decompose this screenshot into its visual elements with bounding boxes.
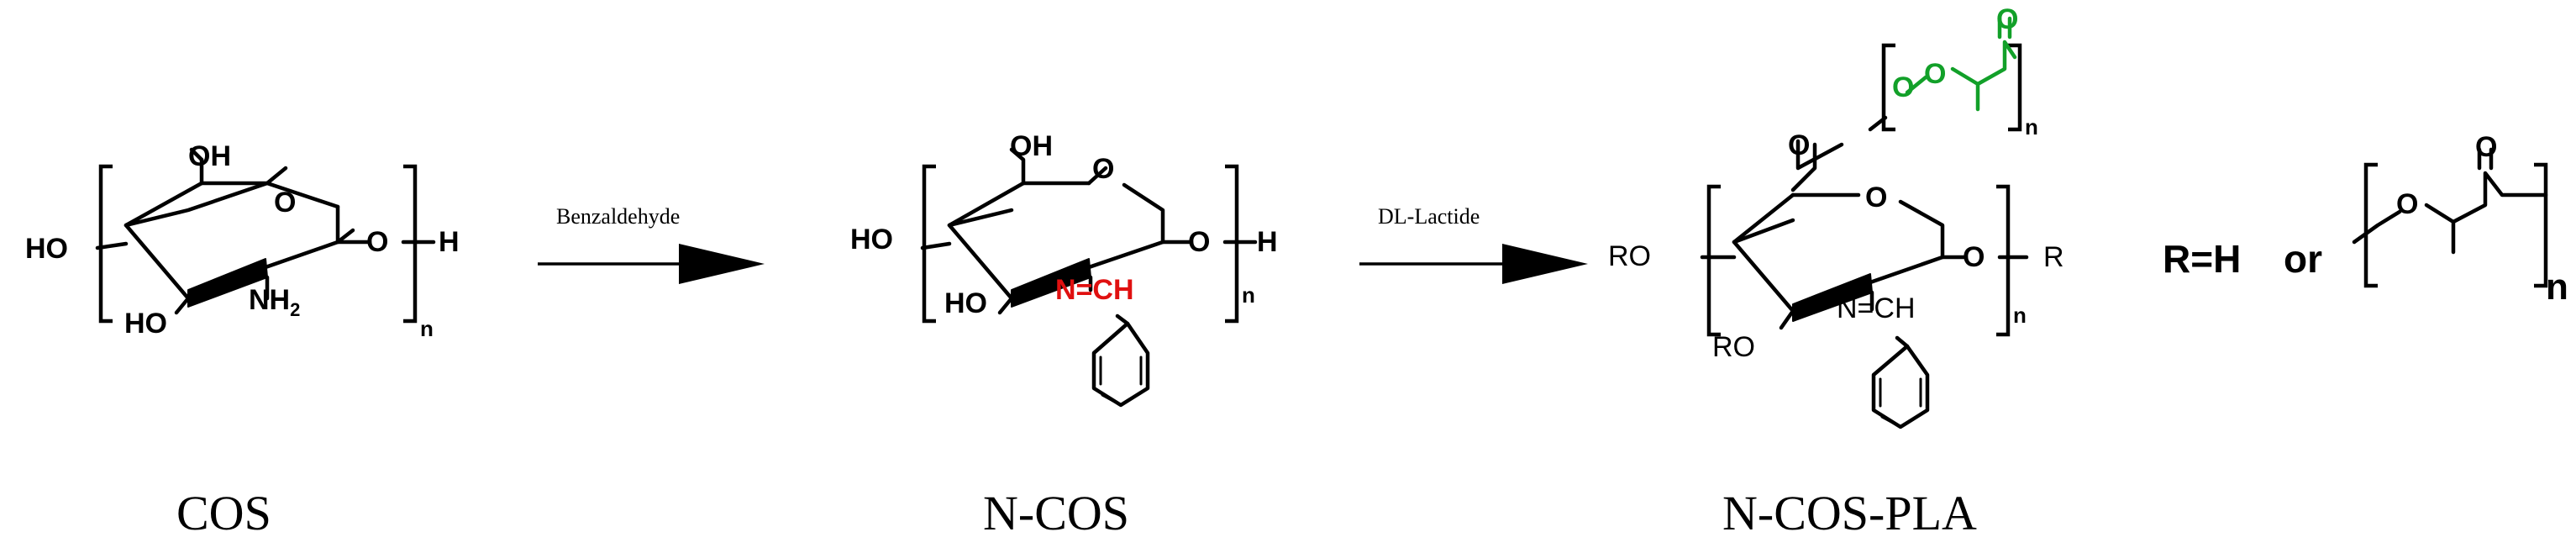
cos-oh-top: OH: [188, 140, 231, 172]
legend-bracket-left: [2363, 162, 2378, 288]
ncospla-side-o: O: [1788, 129, 1810, 161]
ncospla-benzene-ring: [1871, 344, 1930, 429]
legend-r-def: R=H: [2163, 237, 2241, 281]
ncos-oh-top: OH: [1010, 130, 1053, 162]
cos-caption: COS: [176, 486, 271, 540]
reagent-benzaldehyde: Benzaldehyde: [556, 204, 680, 229]
ncospla-r-end: R: [2043, 241, 2064, 273]
pla-side-bracket-left: [1881, 43, 1895, 132]
ncos-ho-bottom: HO: [944, 287, 987, 319]
cos-nh2: NH2: [249, 284, 300, 320]
cos-structure: OH HO HO NH2 O O H n COS: [25, 140, 460, 540]
cos-ho-bottom: HO: [124, 308, 167, 340]
legend-or: or: [2284, 237, 2322, 281]
ncospla-bracket-right: [1996, 184, 2011, 337]
ncos-bracket-left: [922, 164, 936, 324]
ncos-link-o: O: [1188, 226, 1210, 258]
cos-link-o: O: [366, 226, 388, 258]
pla-side-n: n: [2025, 114, 2038, 140]
reagent-dl-lactide: DL-Lactide: [1378, 204, 1480, 229]
ncospla-link-o: O: [1963, 241, 1985, 273]
ncos-ring-o: O: [1092, 153, 1114, 185]
ncos-ho-left: HO: [850, 224, 893, 255]
cos-n-sub: n: [420, 316, 434, 341]
ncos-imine: N=CH: [1055, 274, 1134, 306]
cos-h-end: H: [439, 226, 460, 258]
pla-side-bracket-right: [2008, 43, 2022, 132]
ncos-caption: N-COS: [983, 486, 1129, 540]
legend-n: n: [2546, 266, 2568, 308]
ncos-h-end: H: [1257, 226, 1278, 258]
legend-o-carbonyl: O: [2475, 131, 2497, 163]
legend-bracket-right: [2534, 162, 2548, 288]
cos-bracket-right: [403, 164, 418, 324]
ncospla-ro-bottom: RO: [1712, 331, 1755, 363]
ncos-n-sub: n: [1242, 282, 1255, 308]
legend-o-ester: O: [2396, 188, 2418, 220]
arrow-benzaldehyde: Benzaldehyde: [538, 204, 765, 284]
ncospla-imine: N=CH: [1837, 292, 1916, 324]
pla-side-o-left: O: [1892, 71, 1914, 103]
cos-ring-o: O: [274, 187, 296, 219]
ncos-structure: OH HO HO N=CH O O H n N-COS: [850, 130, 1278, 540]
pla-side-o-carbonyl: O: [1996, 3, 2018, 35]
ncospla-bracket-left: [1706, 184, 1721, 337]
ncospla-structure: O O O n O RO RO N=CH O O R n N-COS-PLA: [1608, 3, 2064, 540]
ncospla-caption: N-COS-PLA: [1722, 486, 1977, 540]
r-group-legend: R=H or O O n: [2163, 131, 2568, 308]
ncospla-n-sub: n: [2013, 303, 2027, 328]
cos-bracket-left: [98, 164, 113, 324]
ncos-benzene-ring: [1091, 321, 1150, 408]
cos-ho-left: HO: [25, 233, 68, 265]
ncospla-ring-o: O: [1865, 182, 1887, 213]
arrow-dl-lactide: DL-Lactide: [1359, 204, 1588, 284]
pla-side-o-ester: O: [1924, 58, 1946, 90]
ncospla-ro-left: RO: [1608, 240, 1651, 272]
ncos-bracket-right: [1225, 164, 1239, 324]
